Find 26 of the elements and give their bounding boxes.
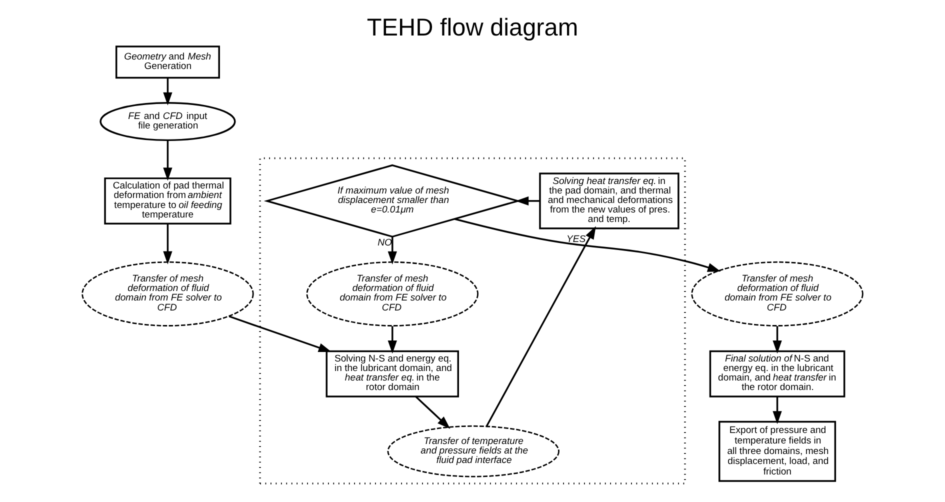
arrow: [772, 396, 782, 424]
arrow: [388, 236, 397, 264]
arrow: [486, 226, 596, 426]
node-box: Geometry and Mesh Generation: [115, 45, 220, 78]
arrow: [516, 196, 540, 206]
arrow: [163, 223, 172, 264]
arrow: [228, 315, 332, 352]
node-box: Calculation of pad thermal deformation from ambient temperature to oil feeding temperature: [104, 176, 232, 224]
arrow: [163, 140, 172, 180]
diagram-title: TEHD flow diagram: [366, 14, 578, 41]
arrow: [772, 326, 782, 354]
node-box: Final solution of N-S and energy eq. in the lubricant domain, and heat transfer in the rotor domain.: [709, 350, 846, 397]
arrow: [163, 77, 172, 105]
arrow: [388, 326, 397, 354]
edge-label: YES: [566, 234, 586, 245]
node-ellipse: Transfer of mesh deformation of fluid domain from FE solver to CFD: [82, 260, 254, 326]
node-diamond: If maximum value of mesh displacement smaller than e=0.01μm: [264, 164, 521, 238]
node-box: Solving N-S and energy eq. in the lubricant domain, and heat transfer eq. in the rotor domain: [326, 350, 459, 397]
node-ellipse: Transfer of temperature and pressure fields at the fluid pad interface: [387, 424, 560, 477]
node-box: Solving heat transfer eq. in the pad domain, and thermal and mechanical deformations from the new values of pres. and temp.: [539, 172, 680, 229]
node-ellipse: Transfer of mesh deformation of fluid domain from FE solver to CFD: [306, 260, 478, 326]
arrow: [415, 395, 450, 428]
node-box: Export of pressure and temperature fields in all three domains, mesh displacement, load, and friction: [718, 420, 836, 482]
arrow: [454, 218, 721, 272]
cluster: [259, 156, 686, 484]
node-ellipse: FE and CFD input file generation: [100, 102, 236, 141]
